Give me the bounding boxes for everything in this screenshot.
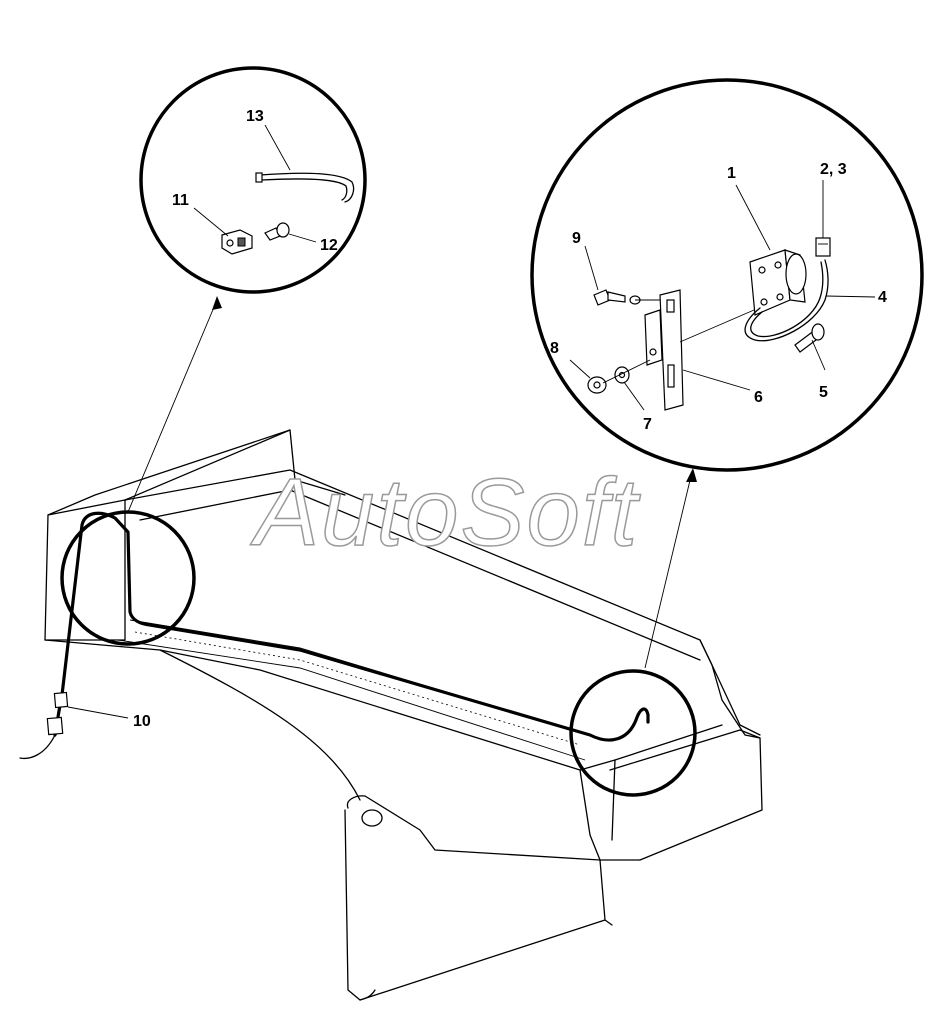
- callout-6: 6: [754, 389, 763, 406]
- callout-5: 5: [819, 384, 828, 401]
- callout-7: 7: [643, 416, 652, 433]
- callout-11: 11: [172, 192, 189, 209]
- leader-arrows: [127, 296, 697, 669]
- callout-1: 1: [727, 165, 736, 182]
- callout-8: 8: [550, 340, 559, 357]
- detail-view-left: [139, 66, 367, 294]
- housing: [44, 429, 763, 1001]
- locator-circle-right: [569, 669, 697, 797]
- callout-13: 13: [246, 108, 264, 125]
- callout-9: 9: [572, 230, 581, 247]
- callout-2-3: 2, 3: [820, 161, 847, 178]
- callout-12: 12: [320, 237, 338, 254]
- watermark-text: AutoSoft: [250, 459, 641, 566]
- callout-4: 4: [878, 289, 887, 306]
- detail-view-right: [530, 78, 924, 472]
- leader-10: [67, 706, 129, 719]
- connector-10: [46, 691, 69, 736]
- callout-10: 10: [133, 713, 151, 730]
